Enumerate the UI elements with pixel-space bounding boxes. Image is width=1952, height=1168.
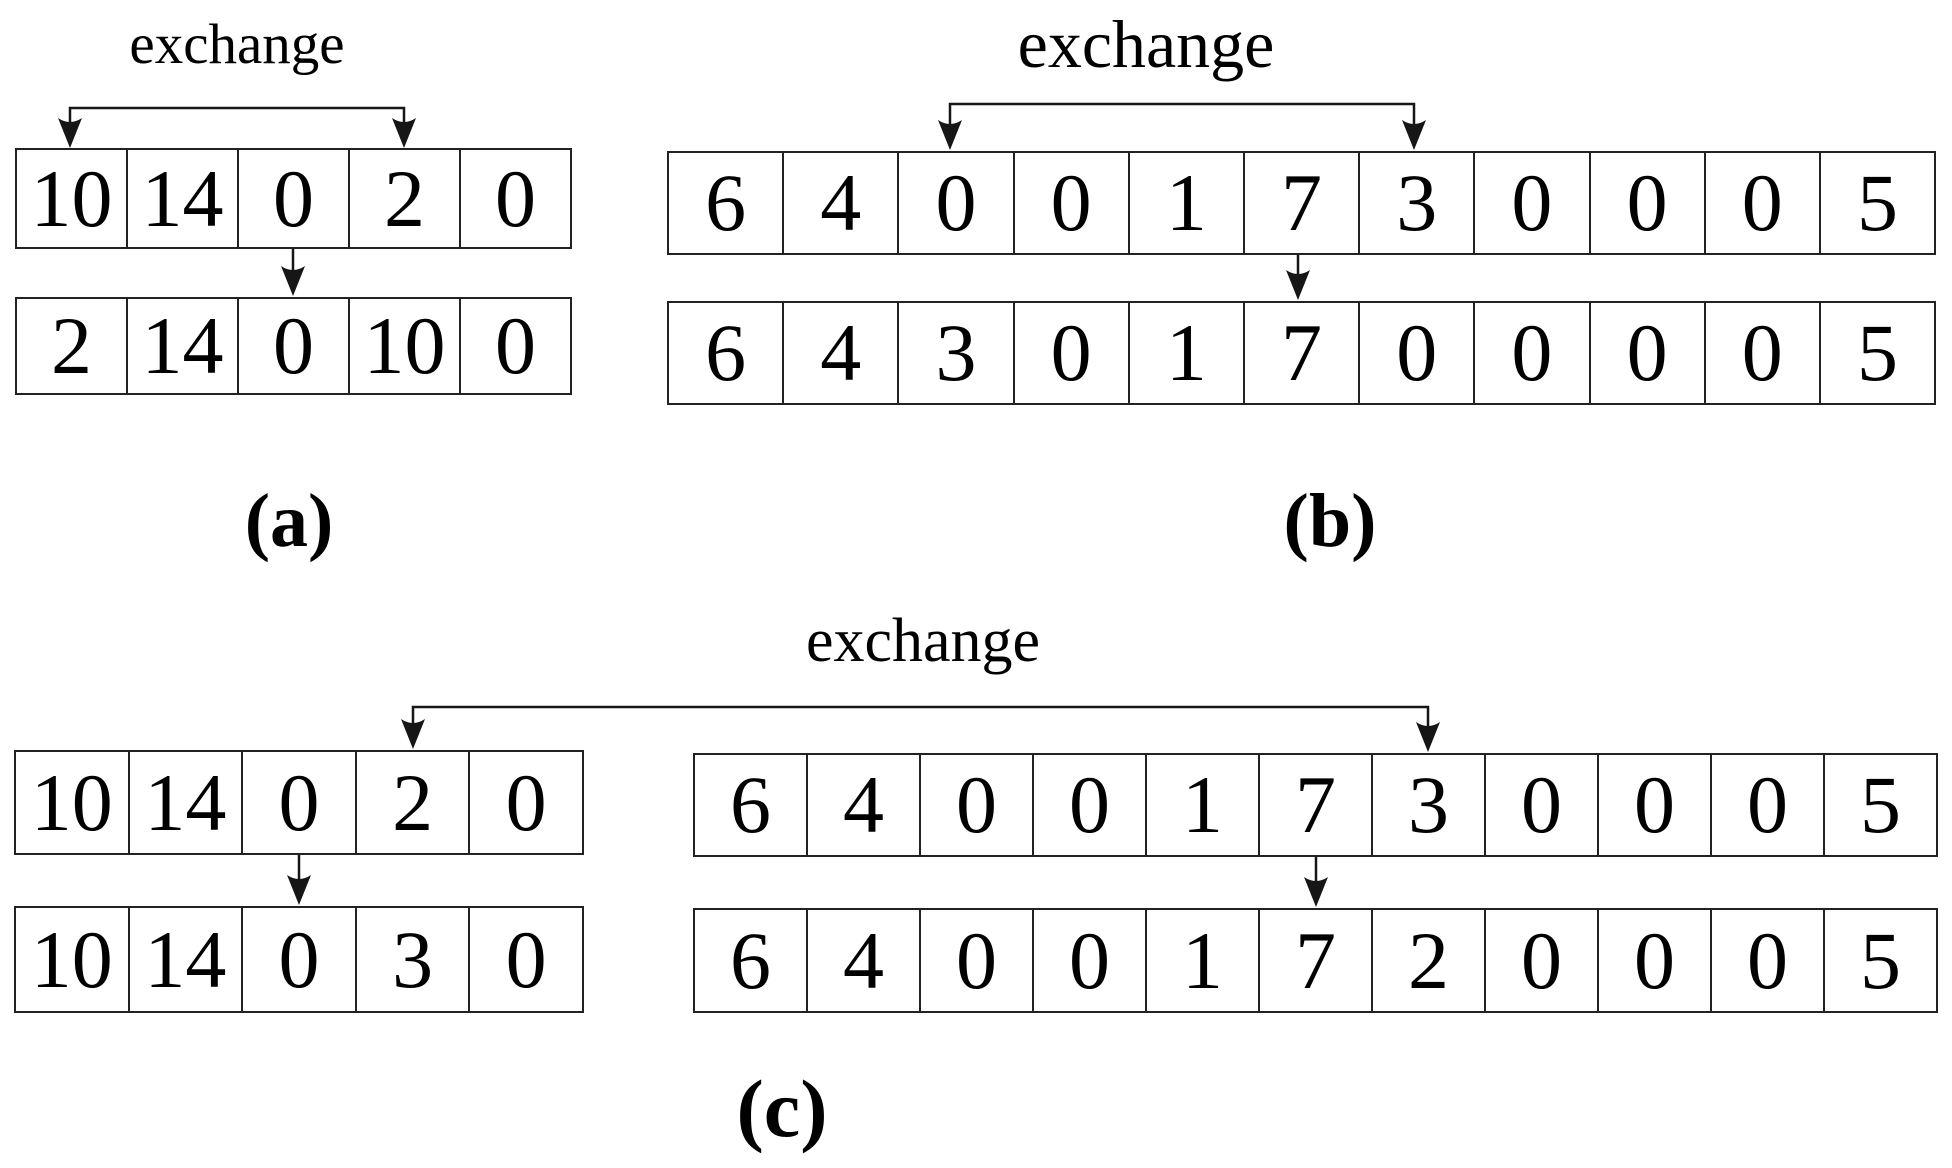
- array-cell: 0: [1358, 301, 1476, 405]
- down-arrow-a: [281, 249, 305, 296]
- array-cell: 4: [782, 151, 900, 255]
- array-cell: 5: [1818, 151, 1937, 255]
- array-cell: 6: [693, 908, 808, 1013]
- array-cell: 0: [919, 753, 1034, 857]
- down-arrow-c-right: [1304, 857, 1328, 907]
- array-cell: 2: [348, 148, 461, 249]
- array-cell: 0: [1710, 908, 1825, 1013]
- array-cell: 0: [1484, 908, 1599, 1013]
- array-cell: 0: [468, 906, 584, 1013]
- caption-c: (c): [736, 1063, 828, 1154]
- array-cell: 0: [1588, 301, 1706, 405]
- down-arrow-c-left: [287, 855, 311, 905]
- array-cell: 4: [806, 753, 921, 857]
- array-cell: 0: [1473, 151, 1591, 255]
- array-cell: 2: [15, 297, 128, 395]
- array-cell: 0: [1032, 908, 1147, 1013]
- array-cell: 14: [126, 297, 239, 395]
- array-cell: 0: [241, 750, 357, 855]
- array-cell: 7: [1242, 301, 1361, 405]
- array-cell: 6: [667, 301, 785, 405]
- array-cell: 0: [459, 148, 572, 249]
- array-cell: 3: [897, 301, 1015, 405]
- array-cell: 0: [237, 297, 350, 395]
- array-cell: 0: [1012, 151, 1130, 255]
- exchange-label-c: exchange: [805, 607, 1041, 675]
- array-cell: 0: [919, 908, 1034, 1013]
- caption-a: (a): [244, 479, 334, 563]
- array-cell: 10: [348, 297, 461, 395]
- array-cell: 7: [1258, 753, 1373, 857]
- array-cell: 14: [127, 750, 244, 855]
- array-cell: 0: [1597, 908, 1712, 1013]
- array-cell: 1: [1145, 908, 1260, 1013]
- array-cell: 5: [1823, 753, 1938, 857]
- array-cell: 14: [127, 906, 244, 1013]
- array-cell: 0: [1710, 753, 1825, 857]
- exchange-arrow-a: [58, 106, 416, 148]
- array-cell: 0: [1012, 301, 1130, 405]
- exchange-label-b: exchange: [1017, 6, 1275, 82]
- caption-b: (b): [1283, 479, 1377, 563]
- array-cell: 5: [1823, 908, 1938, 1013]
- array-cell: 0: [1473, 301, 1591, 405]
- down-arrow-b: [1286, 255, 1310, 300]
- exchange-arrow-c: [401, 705, 1440, 752]
- array-cell: 5: [1818, 301, 1937, 405]
- array-cell: 0: [1032, 753, 1147, 857]
- array-cell: 0: [1484, 753, 1599, 857]
- array-cell: 4: [806, 908, 921, 1013]
- array-cell: 6: [667, 151, 785, 255]
- array-cell: 3: [354, 906, 471, 1013]
- array-cell: 0: [1703, 151, 1821, 255]
- array-cell: 0: [1703, 301, 1821, 405]
- array-cell: 0: [241, 906, 357, 1013]
- array-cell: 1: [1145, 753, 1260, 857]
- array-cell: 3: [1358, 151, 1476, 255]
- array-cell: 0: [237, 148, 350, 249]
- array-cell: 3: [1371, 753, 1486, 857]
- array-cell: 4: [782, 301, 900, 405]
- exchange-label-a: exchange: [129, 13, 345, 76]
- array-cell: 0: [459, 297, 572, 395]
- array-cell: 7: [1242, 151, 1361, 255]
- array-cell: 7: [1258, 908, 1373, 1013]
- array-cell: 10: [14, 906, 130, 1013]
- array-cell: 10: [14, 750, 130, 855]
- array-cell: 6: [693, 753, 808, 857]
- array-cell: 2: [354, 750, 471, 855]
- array-cell: 0: [1588, 151, 1706, 255]
- array-cell: 0: [897, 151, 1015, 255]
- array-cell: 1: [1127, 151, 1245, 255]
- array-cell: 0: [468, 750, 584, 855]
- array-cell: 1: [1127, 301, 1245, 405]
- array-cell: 14: [126, 148, 239, 249]
- exchange-arrow-b: [938, 102, 1426, 150]
- array-cell: 0: [1597, 753, 1712, 857]
- array-cell: 10: [15, 148, 128, 249]
- array-cell: 2: [1371, 908, 1486, 1013]
